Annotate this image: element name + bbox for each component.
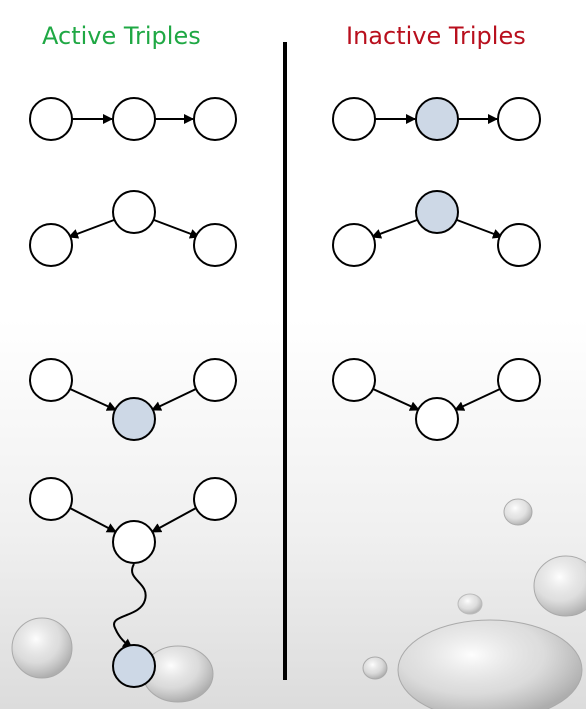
edge-arrow [68, 219, 115, 239]
node [332, 97, 376, 141]
edge-arrow [69, 507, 117, 533]
node [112, 190, 156, 234]
node [29, 223, 73, 267]
node [193, 97, 237, 141]
edge-arrow [151, 507, 197, 533]
droplet [397, 619, 583, 709]
node [497, 358, 541, 402]
active-triples-heading: Active Triples [42, 22, 201, 50]
observed-node [112, 644, 156, 688]
node [29, 97, 73, 141]
node [193, 477, 237, 521]
node [332, 223, 376, 267]
droplet [457, 593, 483, 615]
droplet [503, 498, 533, 526]
inactive-common-cause [332, 190, 541, 267]
node [112, 97, 156, 141]
observed-node [415, 97, 459, 141]
edge-arrow [371, 219, 418, 239]
edge-arrow [151, 388, 197, 411]
active-common-effect-descendant [29, 477, 237, 688]
node [29, 358, 73, 402]
node [193, 223, 237, 267]
observed-node [415, 190, 459, 234]
droplet [11, 617, 73, 679]
descendant-path-arrow [113, 563, 147, 649]
edge-arrow [153, 219, 200, 239]
node [29, 477, 73, 521]
edge-arrow [454, 388, 501, 411]
active-common-effect [29, 358, 237, 441]
node [497, 223, 541, 267]
node [112, 520, 156, 564]
inactive-causal-chain [332, 97, 541, 141]
node [332, 358, 376, 402]
active-causal-chain [29, 97, 237, 141]
edge-arrow [456, 219, 503, 239]
droplet [533, 555, 586, 617]
droplet [362, 656, 388, 680]
node [497, 97, 541, 141]
edge-arrow [372, 388, 420, 411]
active-common-cause [29, 190, 237, 267]
inactive-triples-heading: Inactive Triples [346, 22, 526, 50]
observed-node [112, 397, 156, 441]
decorative-droplets [11, 498, 586, 709]
inactive-common-effect [332, 358, 541, 441]
node [193, 358, 237, 402]
edge-arrow [69, 388, 117, 411]
column-divider [283, 42, 287, 680]
node [415, 397, 459, 441]
